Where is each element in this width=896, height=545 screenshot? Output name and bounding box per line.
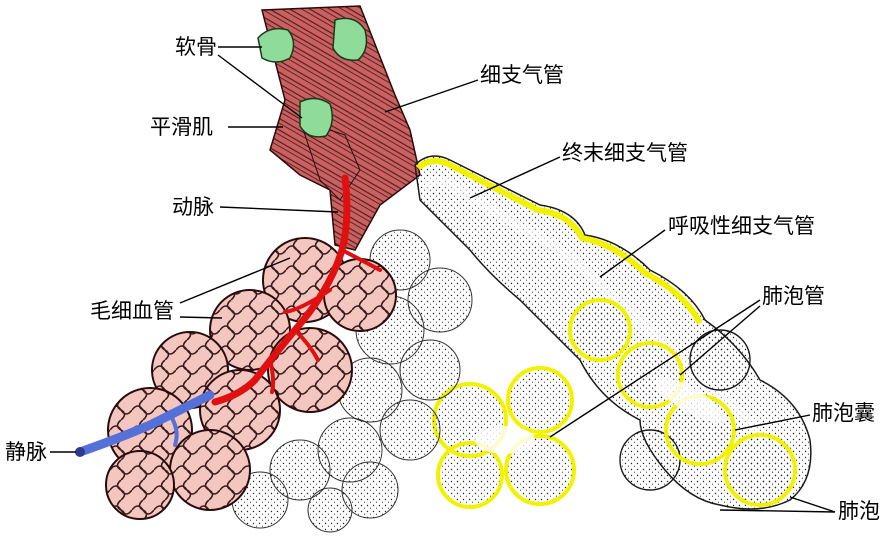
label-bronchiole: 细支气管 [480,63,564,87]
vein-end [75,447,85,457]
label-alveolar-sac: 肺泡囊 [812,401,875,425]
alveolar-sacs [433,299,796,508]
label-alveolus: 肺泡 [838,499,880,523]
labels: 软骨 平滑肌 动脉 毛细血管 静脉 细支气管 终末细支气管 呼吸性细支气管 肺泡… [5,35,880,523]
label-smooth-muscle: 平滑肌 [150,115,213,139]
cartilage-plate [299,97,333,138]
alveolus-sac [619,429,681,491]
vein [75,390,215,457]
label-terminal-bronchiole: 终末细支气管 [562,141,688,165]
label-vein: 静脉 [5,440,47,464]
label-capillary: 毛细血管 [90,299,174,323]
label-artery: 动脉 [172,195,214,219]
cartilage-plates [257,17,368,138]
cartilage-plate [332,17,368,61]
artery [211,174,382,406]
alveolus-sac [689,329,751,391]
label-alveolar-duct: 肺泡管 [762,284,825,308]
cartilage-plate [257,27,295,63]
leader-lines [50,46,836,513]
alveolar-duct-lumen [475,377,726,454]
capillary-network [105,237,397,520]
label-respiratory-bronchiole: 呼吸性细支气管 [668,214,815,238]
label-cartilage: 软骨 [175,35,217,59]
